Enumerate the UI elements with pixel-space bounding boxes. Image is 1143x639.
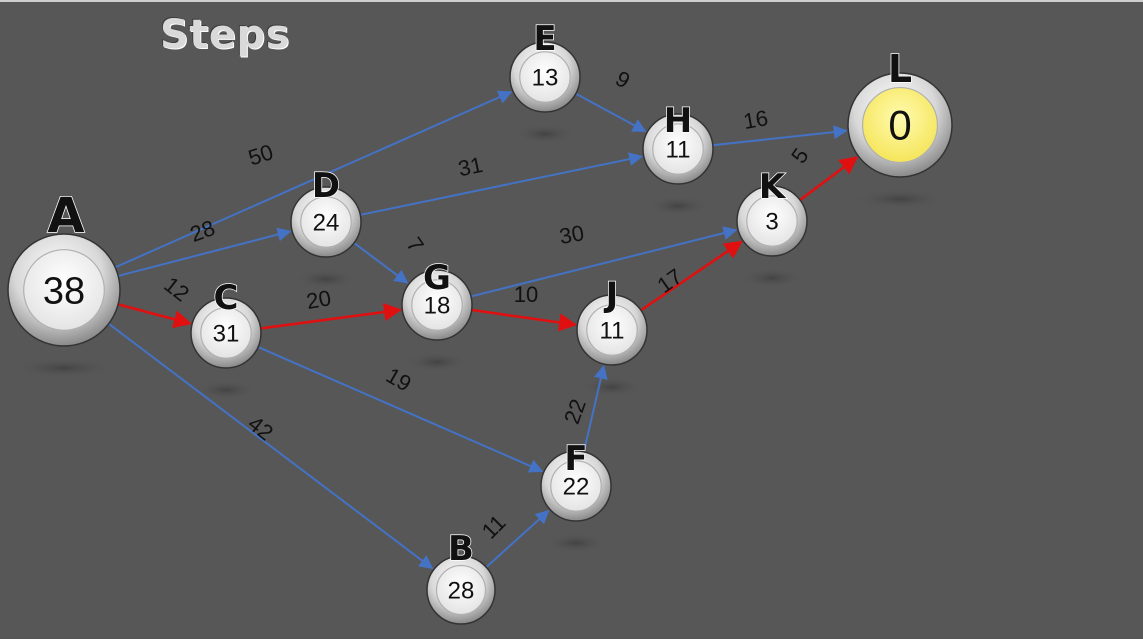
edge-weight-e-h: 9 [611,66,634,94]
edge-f-j [581,364,608,457]
node-shadow-k [740,268,804,288]
edge-weight-a-e: 50 [245,139,276,170]
node-face [746,195,798,247]
edge-a-d [114,227,292,278]
node-letter: A [47,188,84,244]
page-title: Steps [160,12,290,58]
node-value: 38 [43,270,85,312]
node-value: 0 [888,102,911,149]
node-l: 0L [847,46,953,178]
edge-weight-f-j: 22 [559,396,591,428]
node-face [300,196,352,248]
node-value: 11 [600,317,625,344]
node-letter: F [564,439,587,479]
node-value: 13 [532,64,559,91]
edge-weight-d-g: 7 [401,233,429,257]
node-face [23,249,105,331]
node-face [411,279,463,331]
edge-weight-j-k: 17 [653,264,687,299]
edge-c-g [256,303,403,331]
node-shadow-e [513,124,577,144]
node-value: 11 [666,136,691,163]
edge-a-c [113,302,192,329]
node-letter: C [214,278,239,318]
node-c: 31C [190,277,262,369]
node-shadow-j [580,377,644,397]
edge-weight-c-f: 19 [382,363,416,397]
node-value: 31 [213,320,240,347]
node-value: 24 [313,209,340,236]
node-shadow-a [13,358,115,378]
node-shadow-l [853,189,947,209]
node-letter: H [664,101,692,141]
edge-k-l [796,156,859,204]
node-letter: J [604,275,619,315]
node-a: 38 A [7,187,121,347]
node-k: 3K [736,166,808,257]
edge-h-l [708,125,848,147]
edge-g-j [467,308,578,332]
node-b: 28 B [426,528,496,625]
node-value: 28 [448,577,475,604]
node-shadow-f [544,533,608,553]
node-shadow-g [405,352,469,372]
node-e: 13 E [509,18,581,113]
edge-d-g [350,239,409,284]
edge-weight-d-h: 31 [456,152,485,182]
edge-a-b [104,320,434,570]
edge-weight-a-c: 12 [159,272,194,307]
edge-g-k [466,226,738,299]
node-letter: L [888,47,912,91]
node-face [519,51,571,103]
node-face [586,304,638,356]
edge-weight-a-b: 42 [243,411,278,446]
node-face [200,307,252,359]
node-letter: B [448,529,474,569]
edge-a-e [111,90,513,270]
edge-c-f [254,344,544,473]
node-shadow-h [646,196,710,216]
edge-weight-g-k: 30 [557,220,585,249]
edge-weight-h-l: 16 [741,105,769,134]
node-h: 11H [642,100,714,185]
edge-e-h [571,90,647,133]
node-letter: K [759,167,787,207]
node-face [550,460,602,512]
node-value: 18 [424,292,451,319]
node-letter: G [423,258,451,298]
node-face [861,86,939,164]
node-shadow-c [194,380,258,400]
edge-b-f [482,509,550,571]
node-face [652,123,704,175]
edge-weight-b-f: 11 [477,510,511,544]
edge-weight-a-d: 28 [187,215,219,247]
node-j: 11J [576,274,648,366]
edge-weight-k-l: 5 [786,144,814,168]
node-value: 3 [765,208,778,235]
node-g: 18G [401,257,473,341]
node-face [435,564,487,616]
node-shadow-d [294,269,358,289]
node-value: 22 [563,473,590,500]
edge-j-k [636,240,743,314]
edge-weight-g-j: 10 [514,282,538,307]
node-d: 24 D [290,165,362,258]
node-letter: E [533,19,556,59]
edge-weight-c-g: 20 [304,285,332,314]
node-f: 22F [540,438,612,522]
edge-d-h [356,152,644,217]
node-letter: D [312,166,340,206]
